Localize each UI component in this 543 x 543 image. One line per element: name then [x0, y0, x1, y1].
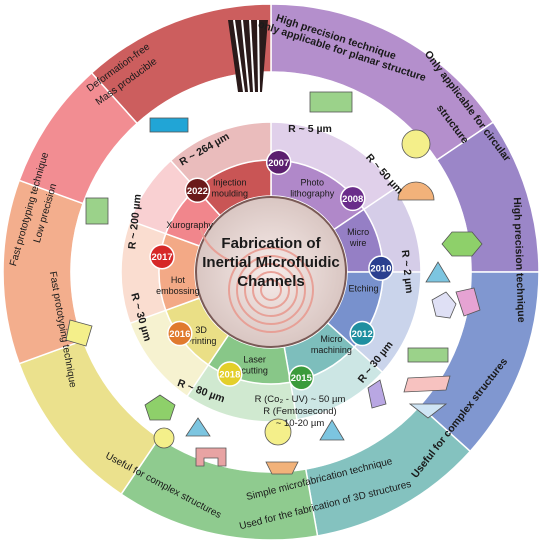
outer-ring	[2, 3, 540, 541]
center-title-line1: Fabrication of	[221, 235, 321, 252]
method-machining-label1: Micro	[320, 334, 342, 344]
year-text-wire: 2008	[342, 194, 363, 205]
method-embossing-label1: Hot	[171, 275, 186, 285]
method-etching-label1: Etching	[349, 283, 379, 293]
blue-note: High precision technique	[511, 197, 527, 323]
method-wire-label2: wire	[349, 238, 367, 248]
radius-etching: R ~ 2 µm	[399, 249, 416, 294]
rect-icon	[407, 347, 449, 363]
radius-laser-2: R (Femtosecond)	[263, 406, 336, 417]
circle-icon	[401, 129, 431, 159]
year-text-embossing: 2016	[169, 329, 190, 340]
outer-band-red	[136, 71, 272, 162]
triangle-icon	[319, 419, 345, 441]
year-badge-embossing	[167, 320, 193, 347]
year-text-xurography: 2017	[152, 252, 173, 263]
parallelogram-icon	[455, 287, 481, 317]
radius-xurography: R ~ 200 µm	[126, 194, 144, 250]
triangle-icon	[408, 403, 448, 419]
trapezoid-icon	[65, 319, 93, 347]
center-image	[195, 196, 347, 348]
method-laser-label1: Laser	[243, 355, 266, 365]
hexagon-icon	[441, 231, 483, 257]
triangle-icon	[185, 417, 211, 437]
hexagon-icon	[144, 394, 176, 421]
method-labels: Photolithography2007Microwire2008Etching…	[149, 149, 394, 391]
circle-icon	[153, 427, 175, 449]
method-xurography-label1: Xurography	[166, 220, 213, 230]
parallelogram-icon	[403, 375, 451, 393]
rect-icon	[149, 117, 189, 133]
year-badge-printing	[217, 361, 243, 387]
year-badge-machining	[349, 320, 375, 347]
method-injection-label1: Injection	[213, 178, 247, 188]
year-badge-etching	[368, 255, 394, 281]
method-laser-label2: cutting	[241, 366, 268, 376]
radius-photo: R ~ 5 µm	[288, 123, 332, 135]
year-text-printing: 2018	[219, 369, 240, 380]
year-text-laser: 2015	[291, 373, 313, 384]
year-badge-laser	[288, 364, 315, 391]
center-title-line2: Inertial Microfluidic	[202, 254, 340, 271]
method-ring	[158, 159, 384, 385]
year-badge-xurography	[149, 243, 175, 270]
year-badge-injection	[184, 177, 211, 204]
trapezoid-icon	[265, 461, 299, 475]
year-text-etching: 2010	[370, 264, 391, 275]
method-printing-label1: 3D	[195, 325, 207, 335]
method-machining-label2: machining	[311, 345, 352, 355]
rect-icon	[85, 197, 109, 225]
year-badge-wire	[339, 185, 366, 212]
year-text-photo: 2007	[268, 158, 289, 169]
method-embossing-label2: embossing	[156, 286, 200, 296]
semicircle-icon	[397, 181, 435, 201]
rhombus-icon	[367, 379, 387, 409]
method-printing-label2: Printing	[186, 336, 217, 346]
year-text-machining: 2012	[352, 329, 373, 340]
method-wire-label1: Micro	[347, 227, 369, 237]
top-stripe-accent	[228, 19, 268, 93]
middle-ring	[120, 121, 422, 423]
center-title-line3: Channels	[237, 273, 305, 290]
method-photo-label2: lithography	[290, 189, 335, 199]
method-injection-label2: moulding	[212, 189, 249, 199]
year-text-injection: 2022	[187, 186, 208, 197]
method-photo-label1: Photo	[300, 178, 324, 188]
triangle-icon	[425, 261, 451, 283]
year-badge-photo	[265, 149, 292, 176]
radius-laser-3: ~ 10-20 µm	[276, 418, 325, 429]
shape-icons	[65, 91, 483, 475]
circle-icon	[264, 418, 292, 446]
pentagon-icon	[431, 291, 457, 319]
radius-laser-1: R (Co₂ - UV) ~ 50 µm	[255, 394, 346, 405]
rect-icon	[309, 91, 353, 113]
notched-shape-icon	[195, 447, 227, 467]
